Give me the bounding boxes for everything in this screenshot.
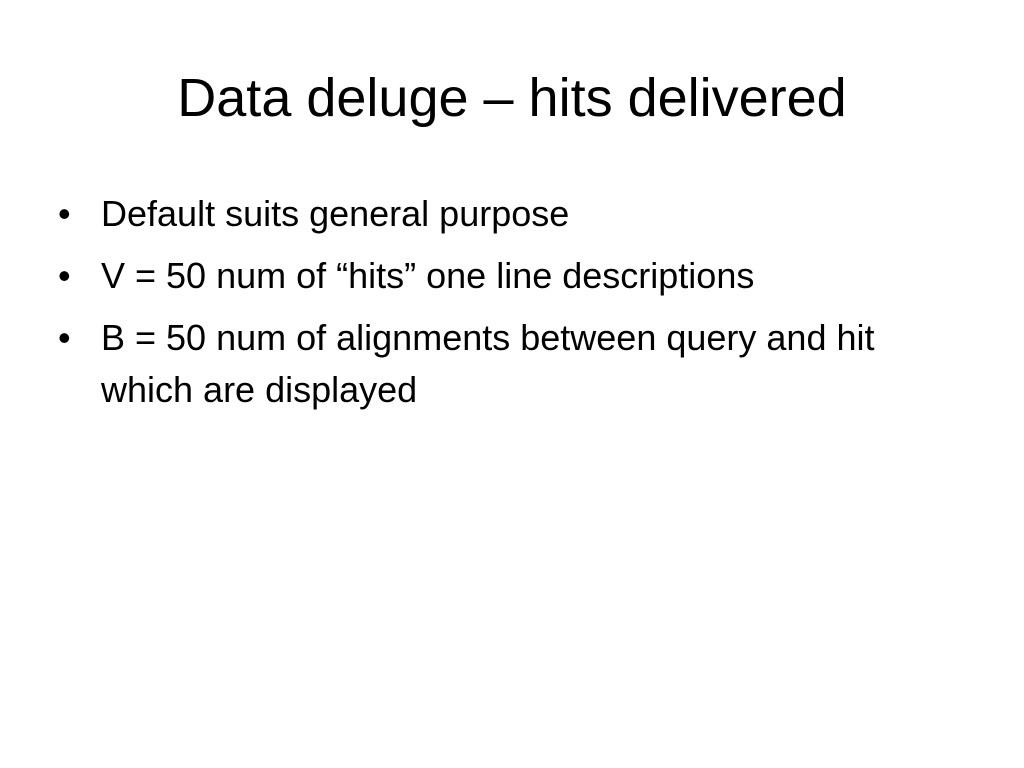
bullet-item-2: • V = 50 num of “hits” one line descript… — [58, 250, 948, 302]
slide-title: Data deluge – hits delivered — [177, 68, 847, 128]
bullet-item-1: • Default suits general purpose — [58, 188, 948, 240]
bullet-item-3: • B = 50 num of alignments between query… — [58, 312, 948, 416]
bullet-text-3: B = 50 num of alignments between query a… — [101, 317, 875, 410]
bullet-icon: • — [58, 255, 71, 296]
bullet-text-2: V = 50 num of “hits” one line descriptio… — [101, 255, 755, 296]
bullet-list: • Default suits general purpose • V = 50… — [58, 188, 948, 426]
bullet-icon: • — [58, 193, 71, 234]
bullet-icon: • — [58, 317, 71, 358]
bullet-text-1: Default suits general purpose — [101, 193, 570, 234]
